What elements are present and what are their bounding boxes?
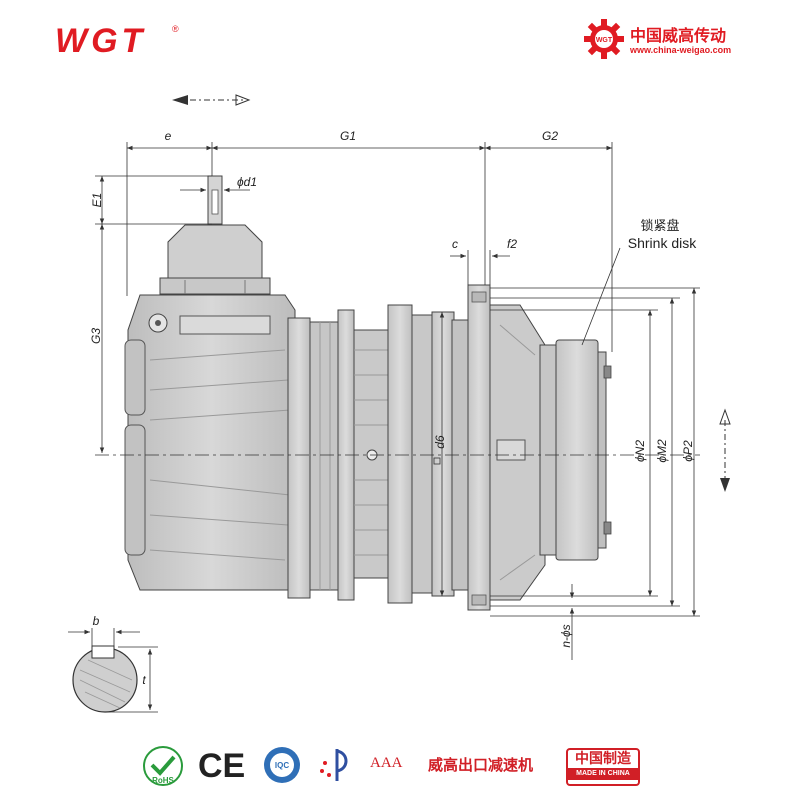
dim-ns-label: n-ϕs <box>559 624 573 647</box>
made-cn: 中国制造 <box>575 751 631 767</box>
brand-url: www.china-weigao.com <box>630 45 732 55</box>
dim-d1-label: ϕd1 <box>237 175 257 189</box>
registered-mark: ® <box>172 24 179 34</box>
main-housing <box>124 294 296 591</box>
export-slogan: 威高出口减速机 <box>428 756 534 774</box>
shrink-disk <box>539 339 612 561</box>
rohs-icon: RoHS <box>143 746 183 786</box>
iqc-label: IQC <box>275 761 289 770</box>
dim-f2-label: f2 <box>507 237 517 251</box>
dim-e-label: e <box>165 129 172 143</box>
dim-g3-label: G3 <box>89 328 103 344</box>
dim-p2-label: ϕP2 <box>681 440 695 462</box>
quality-mark-icon <box>320 749 348 781</box>
brand-name-cn: 中国威高传动 <box>630 26 727 45</box>
dimension-lines-left <box>95 175 250 453</box>
gearbox-dimension-drawing: e G1 G2 E1 G3 ϕd1 c f2 d6 ϕN2 ϕM2 <box>68 94 731 713</box>
rotation-arrow-top <box>172 94 251 106</box>
aaa-rating: AAA <box>370 755 403 771</box>
made-en: MADE IN CHINA <box>568 768 638 780</box>
ce-mark: CE <box>198 747 246 785</box>
dim-n2-label: ϕN2 <box>633 440 647 462</box>
dim-e1-label: E1 <box>90 193 104 208</box>
dim-g1-label: G1 <box>340 129 356 143</box>
dimension-lines-cf <box>450 250 510 285</box>
shaft-keyway-detail <box>68 628 158 713</box>
iqc-icon: IQC <box>264 747 300 783</box>
rohs-label: RoHS <box>152 776 174 785</box>
callout-shrink-disk-cn: 锁紧盘 <box>640 218 679 234</box>
dim-m2-label: ϕM2 <box>655 439 669 463</box>
dim-g2-label: G2 <box>542 129 558 143</box>
gear-badge-text: WGT <box>596 37 613 44</box>
dim-t-label: t <box>142 673 146 687</box>
dim-c-label: c <box>452 237 458 251</box>
dim-d6-label: d6 <box>433 435 447 449</box>
stage-body-2 <box>353 304 471 604</box>
made-in-china-badge: 中国制造 MADE IN CHINA <box>566 748 640 786</box>
dimension-lines-right <box>490 287 700 617</box>
dimension-line-d6 <box>433 312 445 596</box>
rotation-arrow-right <box>719 408 731 492</box>
gear-logo-icon: WGT <box>584 19 624 59</box>
output-flange <box>467 284 491 611</box>
dimension-lines-top <box>126 142 613 352</box>
dim-b-label: b <box>93 614 100 628</box>
wgt-logo: WGT <box>55 22 147 60</box>
callout-shrink-disk-en: Shrink disk <box>628 235 697 251</box>
input-adapter <box>159 175 271 295</box>
output-housing <box>489 304 546 601</box>
callout-leader <box>581 247 621 346</box>
